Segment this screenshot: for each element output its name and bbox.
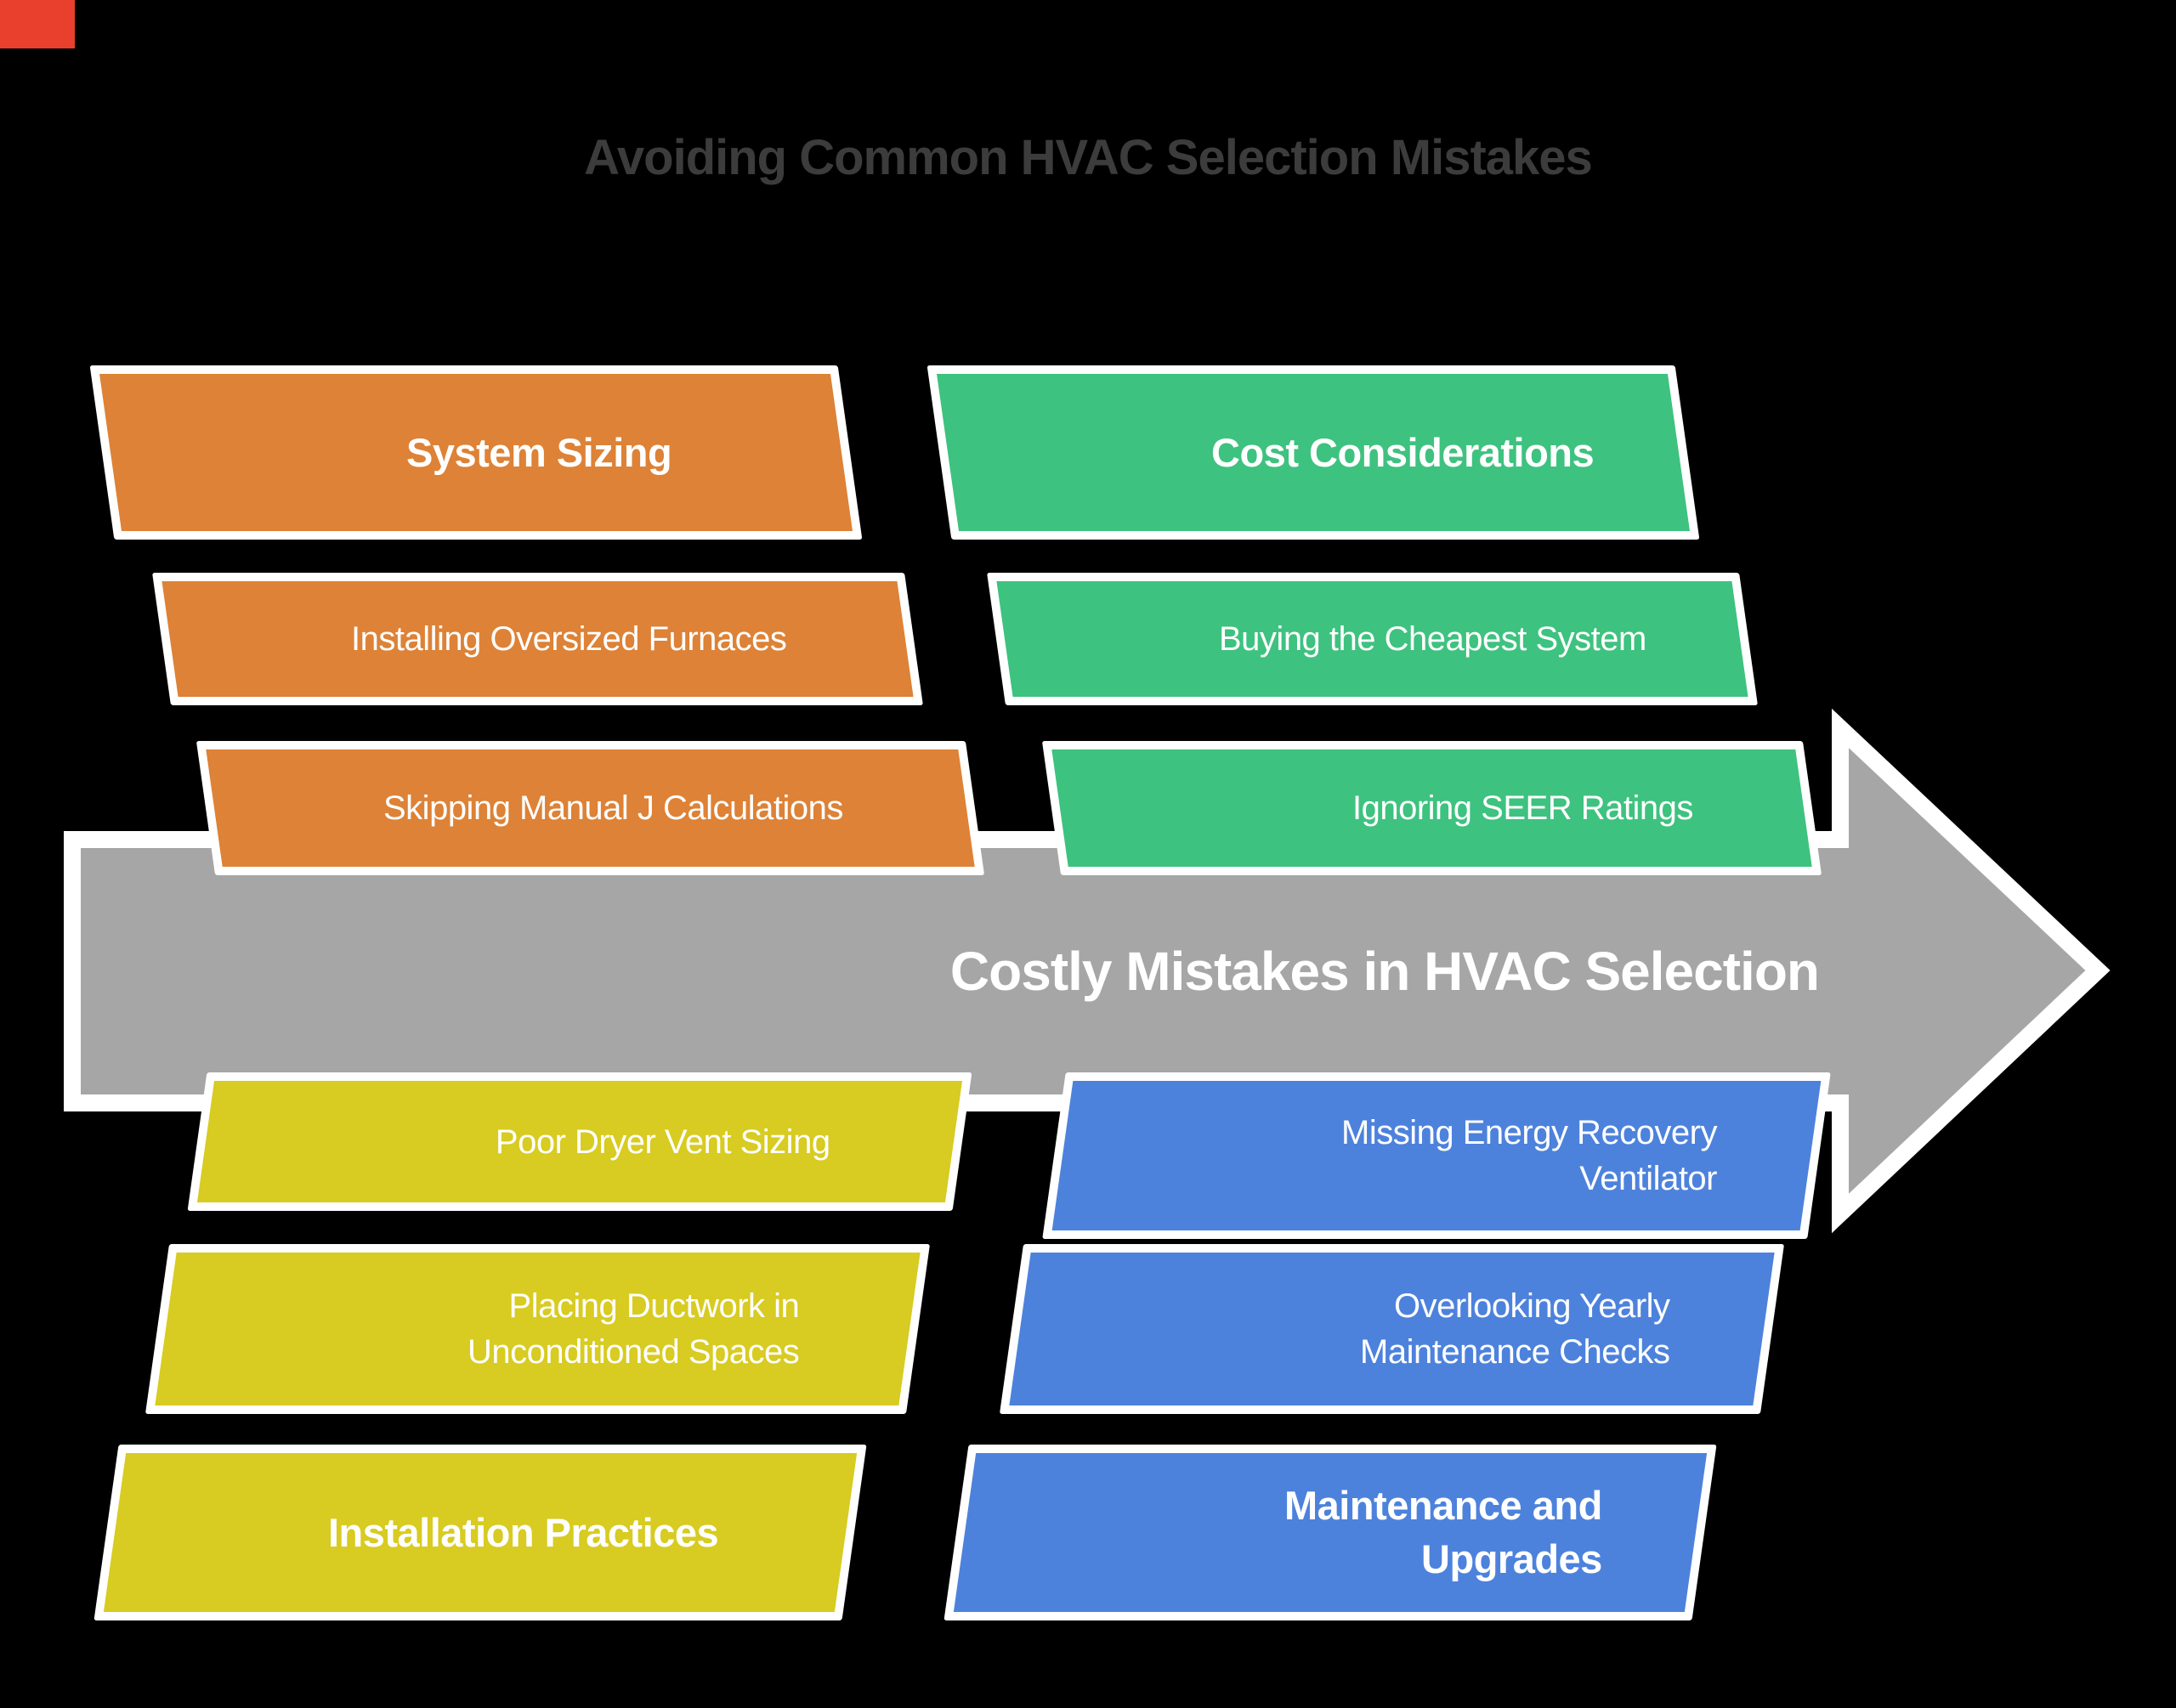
node-poor-dryer-vent-sizing: Poor Dryer Vent Sizing [187, 1072, 972, 1211]
node-label: Installation Practices [327, 1509, 718, 1555]
node-system-sizing: System Sizing [89, 365, 863, 540]
node-buying-the-cheapest-system: Buying the Cheapest System [987, 573, 1758, 705]
node-installing-oversized-furnaces: Installing Oversized Furnaces [152, 573, 923, 705]
node-label: Placing Ductwork in Unconditioned Spaces [467, 1287, 799, 1371]
node-label: Missing Energy Recovery Ventilator [1341, 1114, 1717, 1197]
node-label: Poor Dryer Vent Sizing [496, 1123, 830, 1161]
node-ignoring-seer-ratings: Ignoring SEER Ratings [1041, 741, 1822, 875]
node-missing-energy-recovery-ventilator: Missing Energy Recovery Ventilator [1042, 1072, 1831, 1239]
node-label: Installing Oversized Furnaces [350, 620, 786, 658]
arrow-title: Costly Mistakes in HVAC Selection [949, 941, 1820, 1002]
node-label: System Sizing [405, 429, 672, 475]
node-skipping-manual-j-calculations: Skipping Manual J Calculations [196, 741, 985, 875]
node-label: Cost Considerations [1210, 429, 1594, 475]
node-cost-considerations: Cost Considerations [926, 365, 1700, 540]
node-label: Ignoring SEER Ratings [1352, 789, 1693, 827]
node-label: Buying the Cheapest System [1219, 620, 1646, 658]
node-label: Maintenance and Upgrades [1284, 1483, 1602, 1582]
node-maintenance-and-upgrades: Maintenance and Upgrades [944, 1445, 1717, 1620]
corner-red-mark [0, 0, 75, 48]
node-overlooking-yearly-maintenance-checks: Overlooking Yearly Maintenance Checks [999, 1244, 1785, 1414]
node-label: Overlooking Yearly Maintenance Checks [1360, 1287, 1670, 1371]
node-installation-practices: Installation Practices [94, 1445, 867, 1620]
page-title: Avoiding Common HVAC Selection Mistakes [584, 130, 1593, 185]
node-placing-ductwork-in-unconditioned-spaces: Placing Ductwork in Unconditioned Spaces [144, 1244, 931, 1414]
node-label: Skipping Manual J Calculations [383, 789, 843, 827]
